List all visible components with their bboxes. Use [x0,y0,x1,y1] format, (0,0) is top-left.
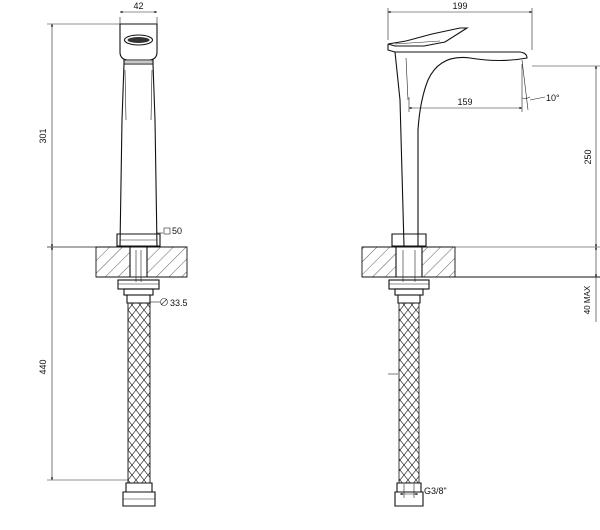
side-deck-thickness-label: 40 MAX [583,285,592,314]
side-projection-dimension: 199 [387,1,533,50]
front-upper-height-dimension: 301 [38,23,120,248]
side-angle-label: 10° [546,93,560,103]
side-deck-section [361,246,600,282]
front-faucet-body [116,63,161,247]
front-fixing-nut [117,279,160,304]
front-width-dimension: 42 [119,1,158,26]
side-view: 199 159 10° [361,1,600,507]
front-deck-section [95,246,188,282]
front-hose-length-label: 440 [38,359,48,374]
side-thread-label: G3/8" [424,486,447,496]
side-fixing-nut [388,279,430,304]
side-spout-height-dimension: 250 [440,65,600,248]
front-braided-hose [122,302,156,507]
square-label: 50 [172,226,182,236]
diameter-callout: 33.5 [150,298,188,308]
side-deck-thickness-dimension: 40 MAX [583,246,598,322]
front-width-label: 42 [133,1,143,11]
side-thread-callout: G3/8" [399,484,447,498]
side-spout-height-label: 250 [583,149,593,164]
side-spout-body [391,51,528,247]
front-view: 42 50 301 [38,1,188,507]
front-faucet-head [119,23,158,65]
front-upper-height-label: 301 [38,128,48,143]
side-projection-label: 199 [452,1,467,11]
side-inner-reach-label: 159 [457,97,472,107]
side-braided-hose [388,302,424,507]
diameter-label: 33.5 [170,298,188,308]
front-hose-length-dimension: 440 [38,246,128,481]
side-angle-callout: 10° [521,59,560,111]
side-inner-reach-dimension: 159 [408,64,523,112]
side-lever-handle [387,27,469,53]
square-callout: 50 [157,226,182,236]
